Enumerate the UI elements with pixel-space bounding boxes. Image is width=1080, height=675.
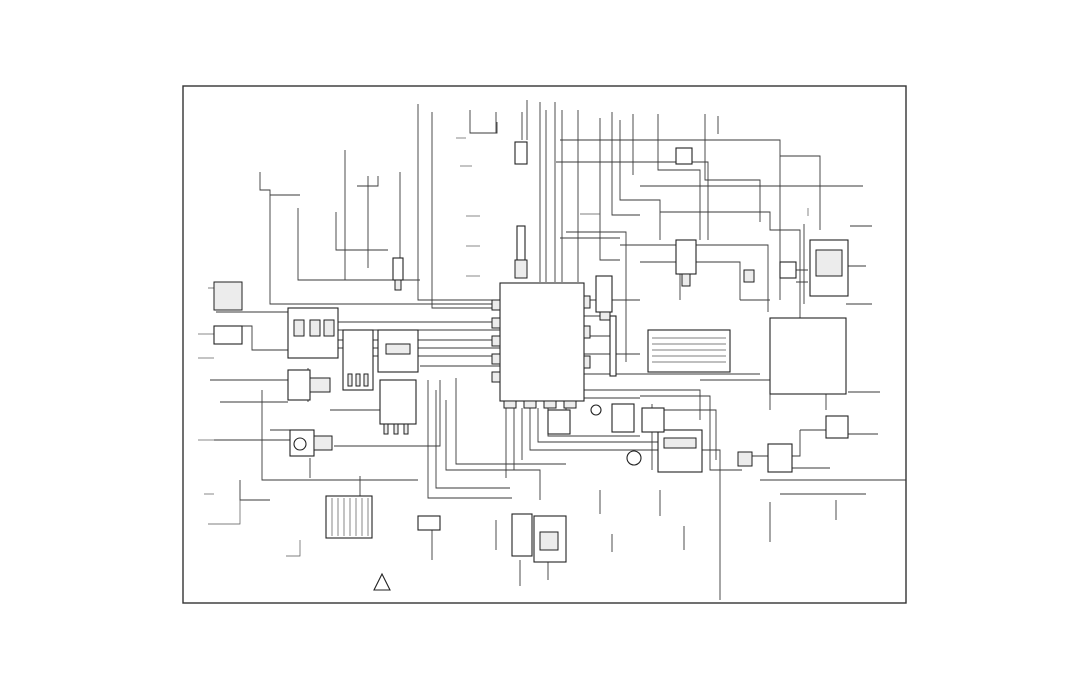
- coil-heater: [325, 495, 373, 539]
- heat-exchanger: [647, 329, 731, 373]
- top-sensor: [514, 141, 528, 165]
- components: [213, 141, 849, 591]
- sensor-array-left: [595, 275, 613, 313]
- warning-icon: [373, 572, 391, 591]
- actuator-1: [287, 369, 311, 401]
- lower-sensor: [547, 409, 571, 435]
- sensor-array-right: [675, 239, 697, 275]
- switch-module-2: [213, 325, 243, 345]
- right-actuator: [825, 415, 849, 439]
- lower-valve-2: [641, 407, 665, 433]
- sensor-connector: [514, 259, 528, 279]
- terminal-strip: [379, 379, 417, 425]
- motor-valve: [657, 429, 703, 473]
- switch-module: [213, 281, 243, 311]
- sensor-shaft: [516, 225, 526, 261]
- bottom-connector: [417, 515, 441, 531]
- left-sensor: [392, 257, 404, 281]
- lower-valve-1: [611, 403, 635, 433]
- thermostat-top: [675, 147, 693, 165]
- right-switch: [767, 443, 793, 473]
- central-control-unit: [499, 282, 585, 402]
- central-unit-connectors: [491, 295, 591, 409]
- bottom-module-1: [511, 513, 533, 557]
- control-panel: [769, 317, 847, 395]
